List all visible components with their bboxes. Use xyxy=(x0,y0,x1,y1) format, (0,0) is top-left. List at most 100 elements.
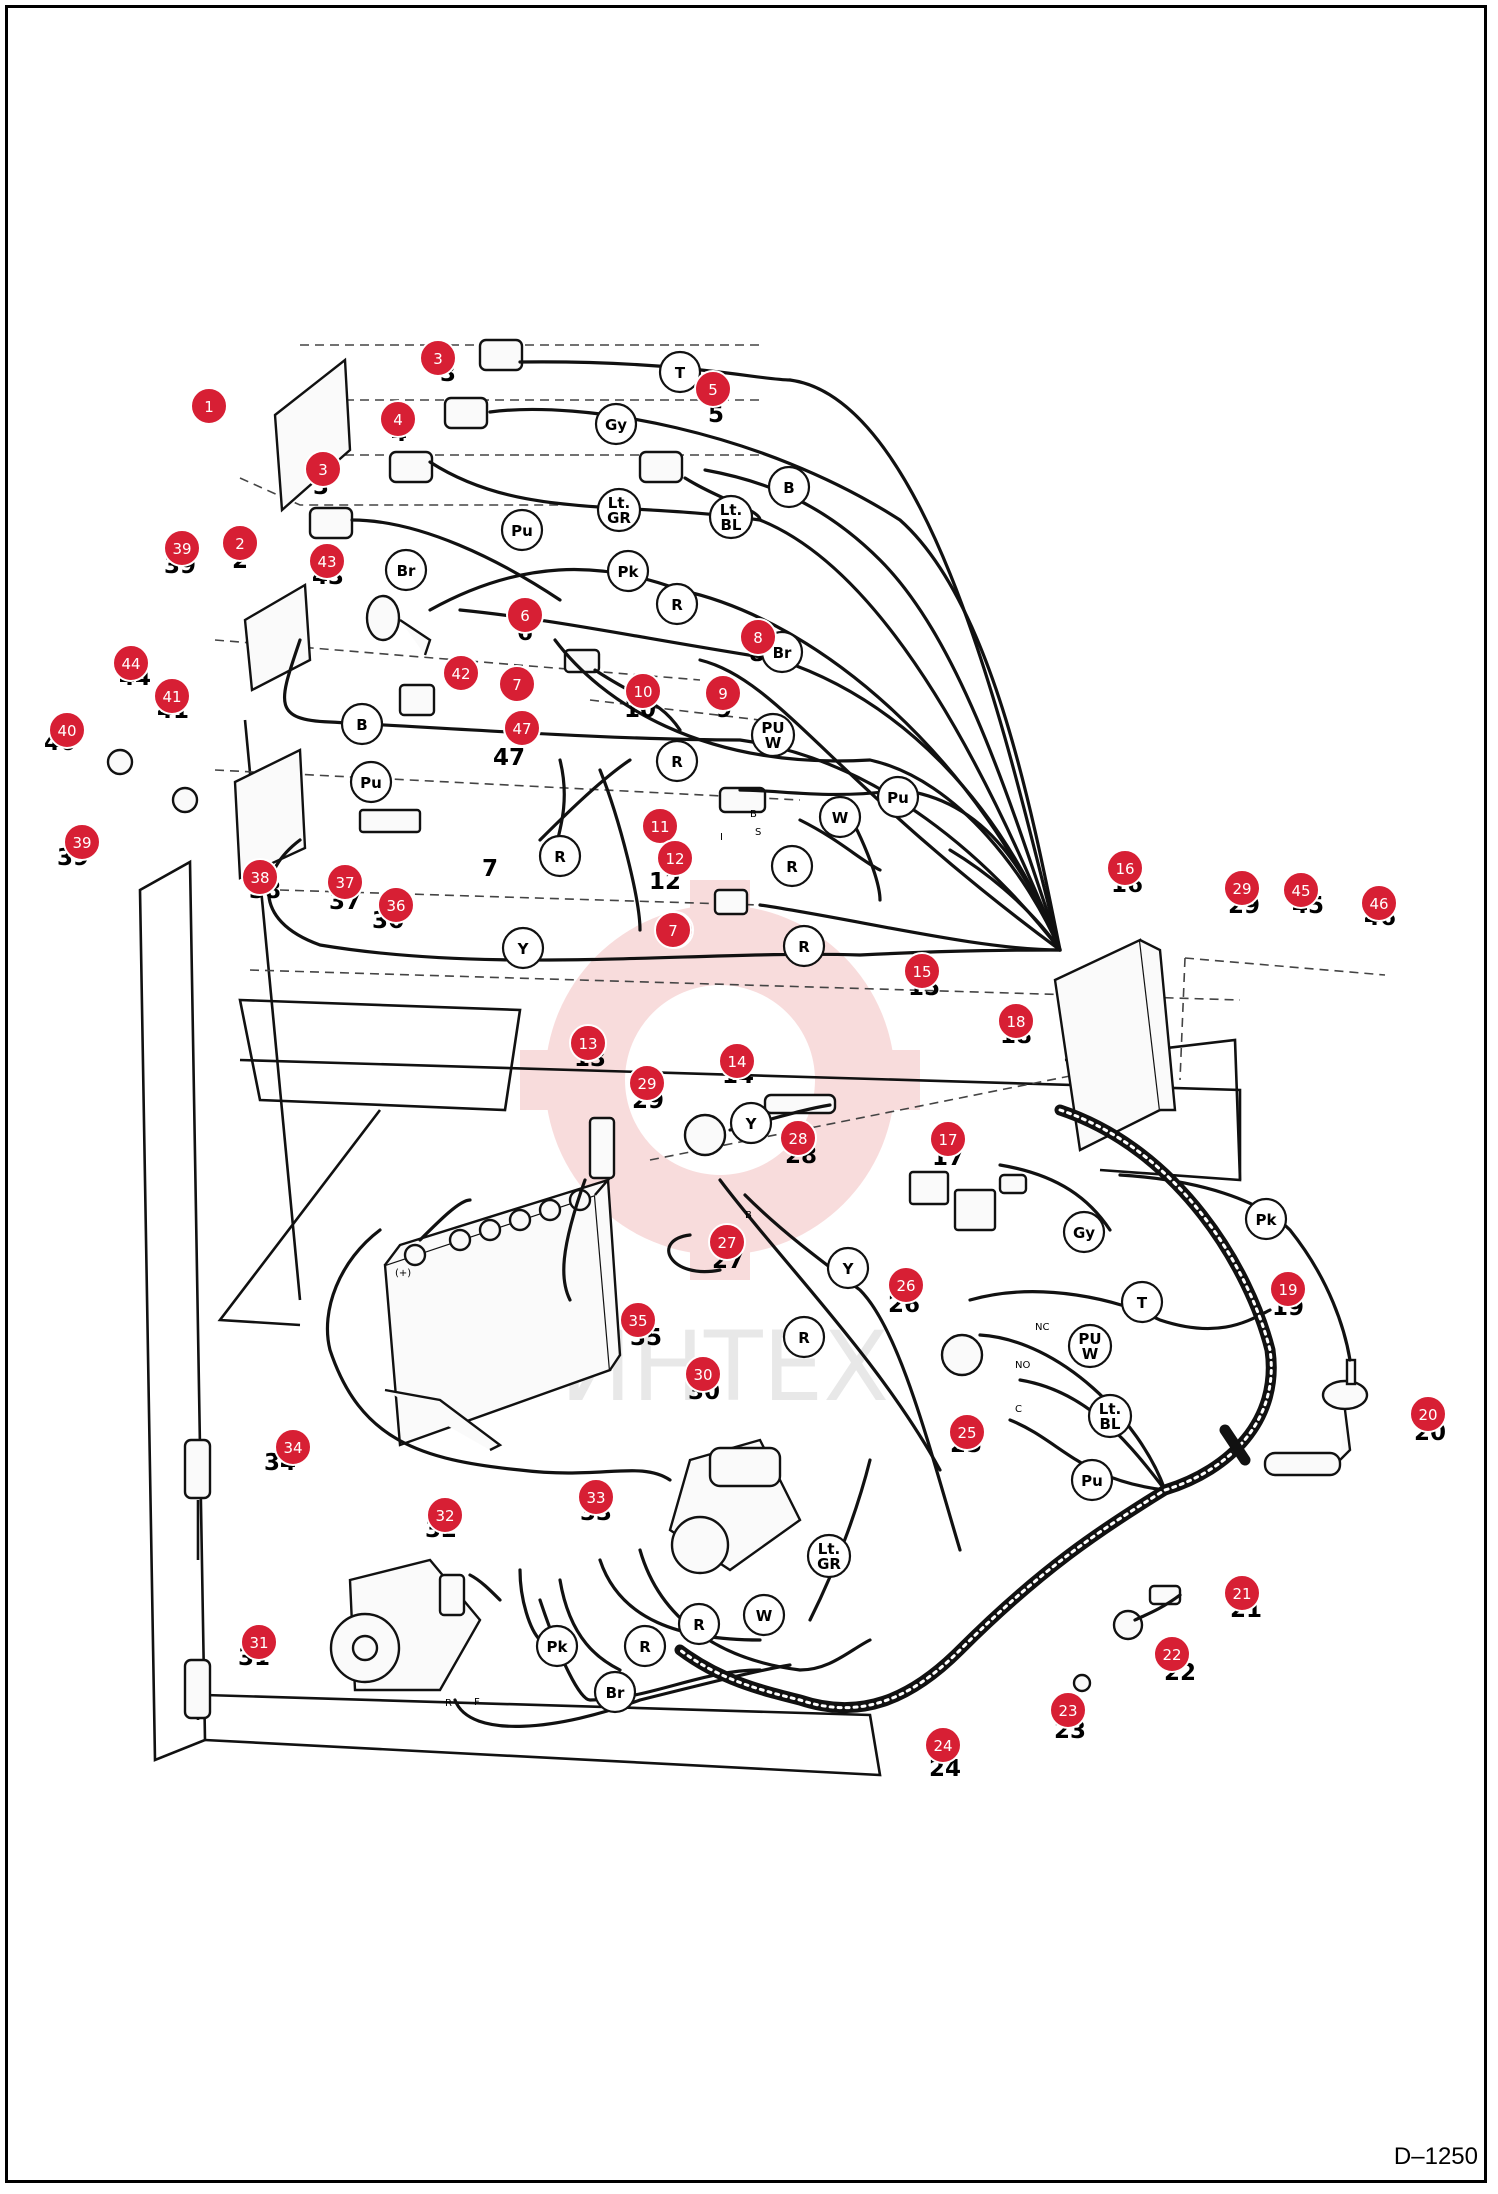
wire-color-text: Y xyxy=(517,940,530,958)
callout-number: 13 xyxy=(578,1035,597,1053)
callout-badge: 36 xyxy=(377,886,415,924)
terminal-mark: (+) xyxy=(395,1268,411,1279)
wire-color-text: Y xyxy=(842,1260,855,1278)
callout-number: 24 xyxy=(933,1737,952,1755)
callout-badge: 7 xyxy=(498,665,536,703)
wire-color-label: Lt.GR xyxy=(806,1533,852,1579)
wire-color-label: Gy xyxy=(1062,1210,1106,1254)
alternator xyxy=(329,1558,482,1692)
callout-badge: 44 xyxy=(112,644,150,682)
callout-number: 9 xyxy=(718,685,728,703)
wire-color-text: BL xyxy=(1100,1415,1121,1433)
callout-number: 29 xyxy=(637,1075,656,1093)
wire-color-label: T xyxy=(658,350,702,394)
wire-color-label: Y xyxy=(501,926,545,970)
callout-badge: 11 xyxy=(641,807,679,845)
callout-badge: 23 xyxy=(1049,1691,1087,1729)
callout-number: 6 xyxy=(520,607,530,625)
wire-color-text: GR xyxy=(817,1555,841,1573)
wire-color-text: PU xyxy=(1078,1330,1101,1348)
callout-number: 7 xyxy=(668,922,678,940)
callout-badge: 1 xyxy=(190,387,228,425)
callout-number: 20 xyxy=(1418,1406,1437,1424)
wire-color-label: R xyxy=(655,739,699,783)
wire-color-text: Br xyxy=(606,1684,625,1702)
callout-number: 39 xyxy=(72,834,91,852)
wire-color-text: T xyxy=(675,364,686,382)
wire-color-text: Pu xyxy=(511,522,533,540)
figure-code: D–1250 xyxy=(1393,2143,1478,2170)
callout-number: 31 xyxy=(249,1634,268,1652)
callout-number: 34 xyxy=(283,1439,302,1457)
callout-number: 4 xyxy=(393,411,403,429)
callout-badge: 38 xyxy=(241,858,279,896)
callout-number: 11 xyxy=(650,818,669,836)
wire-color-label: Pk xyxy=(606,549,650,593)
callout-number: 36 xyxy=(386,897,405,915)
callout-badge: 33 xyxy=(577,1478,615,1516)
wire-color-text: Gy xyxy=(1073,1224,1095,1242)
callout-badge: 5 xyxy=(694,370,732,408)
wire-color-label: Lt.GR xyxy=(596,487,642,533)
main-harness xyxy=(674,1104,1277,1714)
wire-color-label: Pu xyxy=(876,775,920,819)
callout-badge: 20 xyxy=(1409,1395,1447,1433)
part-number: 7 xyxy=(482,856,498,882)
wire-color-text: BL xyxy=(721,516,742,534)
callout-number: 8 xyxy=(753,629,763,647)
wire-color-label: Br xyxy=(593,1670,637,1714)
wire-color-text: B xyxy=(783,479,794,497)
wire-color-label: Gy xyxy=(594,402,638,446)
callout-badge: 47 xyxy=(503,709,541,747)
wire-color-label: R xyxy=(770,844,814,888)
callout-badge: 7 xyxy=(654,911,692,949)
wire-color-text: Lt. xyxy=(1099,1400,1121,1418)
callout-number: 29 xyxy=(1232,880,1251,898)
wire-color-label: Pk xyxy=(535,1624,579,1668)
part-number: 47 xyxy=(493,745,525,771)
terminal-mark: NC xyxy=(1035,1322,1049,1333)
wire-color-text: Br xyxy=(397,562,416,580)
callout-badge: 32 xyxy=(426,1496,464,1534)
callout-number: 10 xyxy=(633,683,652,701)
callout-number: 41 xyxy=(162,688,181,706)
wire-color-text: W xyxy=(756,1607,773,1625)
wire-color-label: W xyxy=(818,795,862,839)
callout-number: 45 xyxy=(1291,882,1310,900)
callout-badge: 6 xyxy=(506,596,544,634)
wire-color-label: PUW xyxy=(750,712,796,758)
wire-color-label: Y xyxy=(826,1246,870,1290)
wire-color-text: W xyxy=(832,809,849,827)
callout-number: 40 xyxy=(57,722,76,740)
wire-color-text: Pk xyxy=(1256,1211,1278,1229)
callout-number: 17 xyxy=(938,1131,957,1149)
callout-badge: 12 xyxy=(656,839,694,877)
callout-badge: 8 xyxy=(739,618,777,656)
callout-number: 35 xyxy=(628,1312,647,1330)
wire-color-label: W xyxy=(742,1593,786,1637)
part-number: 5 xyxy=(708,402,724,428)
callout-badge: 26 xyxy=(887,1266,925,1304)
wire-color-text: R xyxy=(693,1616,705,1634)
callout-number: 15 xyxy=(912,963,931,981)
callout-number: 46 xyxy=(1369,895,1388,913)
wire-color-text: R xyxy=(671,753,683,771)
callout-badge: 46 xyxy=(1360,884,1398,922)
callout-badge: 9 xyxy=(704,674,742,712)
wire-color-text: GR xyxy=(607,509,631,527)
wire-color-text: R xyxy=(798,1329,810,1347)
wire-color-label: Y xyxy=(729,1101,773,1145)
callout-number: 32 xyxy=(435,1507,454,1525)
terminal-mark: R xyxy=(445,1698,452,1709)
wire-color-label: Pk xyxy=(1244,1197,1288,1241)
wire-color-text: T xyxy=(1137,1294,1148,1312)
callout-badge: 35 xyxy=(619,1301,657,1339)
callout-badge: 39 xyxy=(163,529,201,567)
callout-badge: 13 xyxy=(569,1024,607,1062)
callout-number: 25 xyxy=(957,1424,976,1442)
callout-number: 30 xyxy=(693,1366,712,1384)
callout-badge: 43 xyxy=(308,542,346,580)
wire-color-label: Lt.BL xyxy=(708,494,754,540)
callout-badge: 17 xyxy=(929,1120,967,1158)
